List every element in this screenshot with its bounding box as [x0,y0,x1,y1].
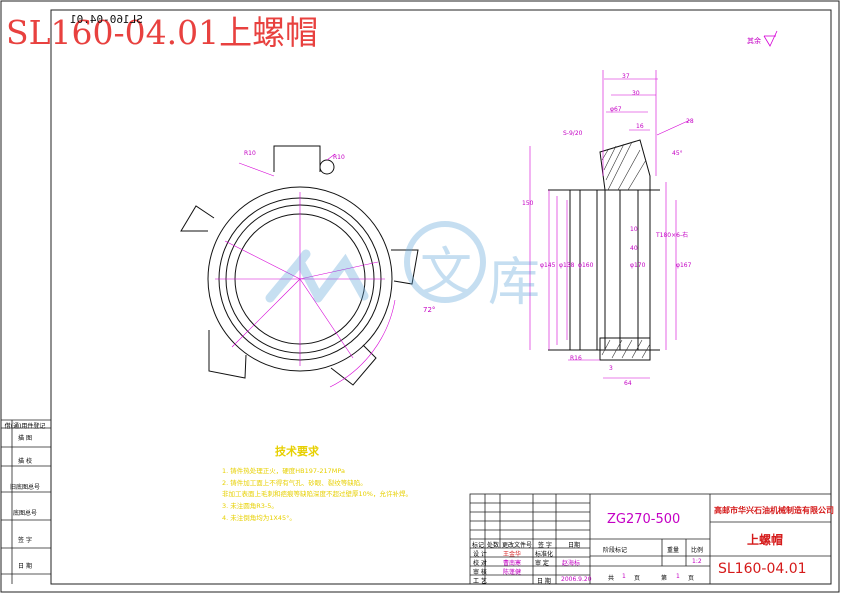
tech-requirements-title: 技术要求 [275,445,319,458]
tb-count-label: 处数 [487,542,500,549]
company-name: 高邮市华兴石油机械制造有限公司 [714,506,834,515]
roughness-label: 其余 [747,37,761,45]
roughness-symbol [763,30,778,47]
part-name: 上螺帽 [747,533,784,547]
dim-10: 10 [630,226,638,233]
svg-text:文: 文 [420,243,472,303]
material-code: ZG270-500 [607,512,681,527]
tb-change-label: 更改文件号 [502,542,533,549]
tb-mark-label: 标记 [472,542,485,549]
left-strip-grid [1,419,51,584]
drawing-number: SL160-04.01 [718,561,807,577]
mirrored-drawing-code: SL160-04.01 [70,13,143,26]
svg-text:库: 库 [488,253,540,313]
left-strip-row-2: 描 图 [18,435,32,442]
tb-sheet-value: 1 [676,573,680,580]
dim-phi160: φ160 [578,262,594,269]
watermark-logo: 文 库 [265,221,540,313]
dim-45deg: 45° [672,150,683,157]
tb-scale-value: 1:2 [692,558,702,565]
dim-phi145: φ145 [540,262,556,269]
dim-28: 28 [686,118,694,125]
tb-sheet-unit: 页 [688,575,695,582]
title-block-grid [469,493,832,585]
tb-review-name: 赵海标 [562,560,581,567]
tb-std-label: 标准化 [535,551,554,558]
tb-weight-label: 重量 [667,547,680,554]
dim-thread-s: S-9/20 [563,130,583,137]
tb-stage-label: 阶段标记 [603,547,628,554]
dim-r16: R16 [570,355,582,362]
dim-3: 3 [609,365,613,372]
dim-30: 30 [632,90,640,97]
tb-check-label: 校 对 [473,560,487,567]
tb-design-name: 王金华 [503,551,522,558]
tb-process-label: 工 艺 [473,578,487,585]
left-strip-row-6: 签 字 [18,537,32,544]
dim-150: 150 [522,200,534,207]
tb-review-label: 审 定 [535,560,549,567]
left-strip-row-5: 底图总号 [12,510,37,517]
dim-phi67: φ67 [610,106,622,113]
tech-requirement-line-1: 1. 铸件热处理正火，硬度HB197-217MPa [222,467,345,475]
dim-phi170: φ170 [630,262,646,269]
dim-64: 64 [624,380,632,387]
dim-r10-left: R10 [244,150,256,157]
tech-requirement-line-2: 2. 铸件加工面上不得有气孔、砂眼、裂纹等缺陷。 [222,479,367,487]
dim-phi138: φ138 [559,262,575,269]
left-strip-row-4: 旧底图总号 [9,484,40,491]
tb-audit-label: 审 核 [473,569,487,576]
drawing-title: SL160-04.01上螺帽 [6,13,319,52]
left-strip-row-1: 借(通)用件登记 [4,423,46,430]
tb-design-label: 设 计 [473,551,487,558]
left-strip-row-3: 描 校 [18,458,32,465]
tb-sheet-label: 第 [661,575,668,582]
tech-requirement-line-5: 4. 未注倒角均为1X45°。 [222,514,296,522]
dim-thread-big: T180×6-右 [656,232,689,239]
tb-total-label: 共 [608,575,615,582]
front-view-centerlines [215,153,396,388]
tech-requirement-line-3: 非加工表面上毛刺和疤痕等缺陷深度不超过壁厚10%，允许补焊。 [222,490,412,498]
tb-date2-label: 日 期 [537,578,551,585]
tb-total-unit: 页 [634,575,641,582]
dim-r10-right: R10 [333,154,345,161]
inner-border [50,9,832,585]
dim-angle: 72° [423,306,436,314]
left-strip-row-7: 日 期 [18,563,32,570]
tb-date-value: 2006.9.20 [561,576,592,583]
tech-requirement-line-4: 3. 未注圆角R3-5。 [222,502,278,510]
section-view [548,139,660,361]
tb-date-label: 日期 [568,542,581,549]
section-dimensions [529,70,691,379]
dim-40: 40 [630,245,638,252]
dim-16: 16 [636,123,644,130]
tb-check-name: 曹南寒 [503,560,522,567]
dim-37: 37 [622,73,630,80]
tb-scale-label: 比例 [691,547,704,554]
tb-total-value: 1 [622,573,626,580]
tb-sign-label: 签 字 [538,542,552,549]
dim-phi167: φ167 [676,262,692,269]
tb-audit-name: 陈蓬健 [503,569,522,576]
section-hatching [601,141,651,359]
